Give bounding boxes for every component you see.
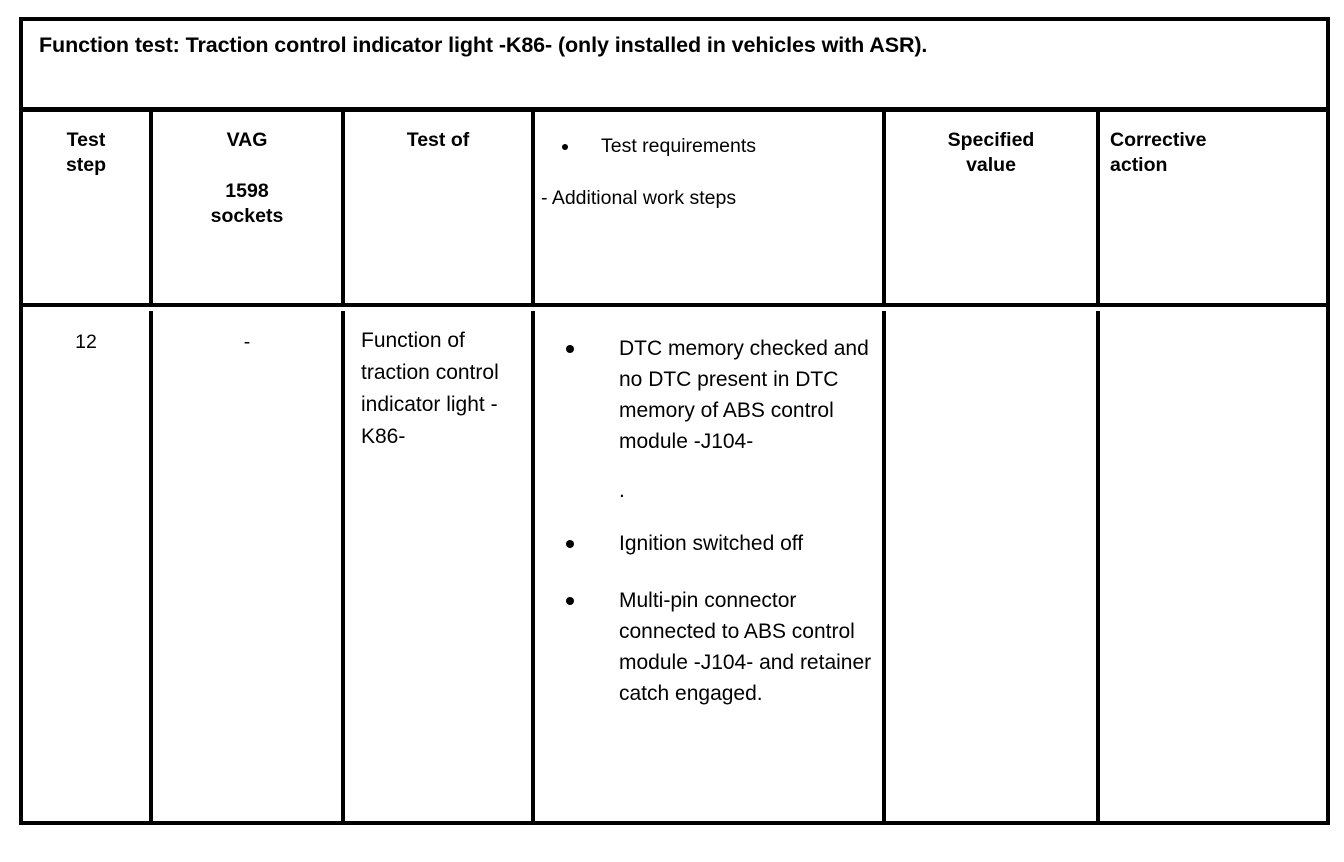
header-test-requirements-text: Test requirements - Additional work step… (535, 112, 882, 210)
cell-test-of: Function of traction control indicator l… (345, 311, 535, 821)
cell-vag-sockets: - (153, 311, 345, 821)
cell-vag-sockets-value: - (243, 331, 251, 353)
cell-specified-value (886, 311, 1100, 821)
header-corrective-action-text: Corrective action (1100, 112, 1326, 178)
requirement-text: DTC memory checked and no DTC present in… (619, 337, 869, 453)
header-specified-line2: value (966, 154, 1016, 176)
bullet-dot-icon (566, 345, 574, 353)
table-title: Function test: Traction control indicato… (39, 33, 928, 57)
cell-specified-value-text (886, 311, 1096, 329)
cell-test-requirements: DTC memory checked and no DTC present in… (535, 311, 886, 821)
header-cell-test-requirements: Test requirements - Additional work step… (535, 112, 886, 303)
cell-test-step: 12 (23, 311, 153, 821)
cell-test-step-value: 12 (75, 331, 97, 353)
header-test-of-line1: Test of (406, 129, 470, 151)
header-cell-test-of: Test of (345, 112, 535, 303)
header-additional-work-steps-label: - Additional work steps (541, 187, 737, 209)
header-requirements-label: Test requirements (601, 135, 756, 157)
list-item: DTC memory checked and no DTC present in… (535, 333, 882, 457)
bullet-dot-icon (566, 540, 574, 548)
header-cell-corrective-action: Corrective action (1100, 112, 1326, 303)
bullet-dot-icon (562, 144, 568, 150)
table-title-row: Function test: Traction control indicato… (23, 21, 1326, 112)
header-vag-line2: 1598 (225, 180, 269, 202)
requirement-text: Multi-pin connector connected to ABS con… (619, 589, 872, 705)
header-test-step-line2: step (65, 154, 107, 176)
header-test-of-text: Test of (345, 112, 531, 153)
header-specified-value-text: Specified value (886, 112, 1096, 178)
cell-corrective-action-text (1100, 311, 1326, 329)
requirement-text: Ignition switched off (619, 532, 804, 555)
list-item: Multi-pin connector connected to ABS con… (535, 585, 882, 709)
header-vag-spacer (153, 153, 341, 179)
table-header-row: Test step VAG 1598 sockets Test of (23, 112, 1326, 307)
header-requirements-bullet-line: Test requirements (535, 134, 882, 158)
header-specified-line1: Specified (947, 129, 1035, 151)
header-vag-sockets-text: VAG 1598 sockets (153, 112, 341, 229)
stray-period-mark: . (619, 479, 625, 502)
cell-test-of-value: Function of traction control indicator l… (361, 329, 499, 448)
header-cell-specified-value: Specified value (886, 112, 1100, 303)
header-cell-test-step: Test step (23, 112, 153, 303)
header-cell-vag-sockets: VAG 1598 sockets (153, 112, 345, 303)
list-item: Ignition switched off (535, 528, 882, 559)
header-vag-line3: sockets (210, 205, 284, 227)
function-test-table: Function test: Traction control indicato… (19, 17, 1330, 825)
header-test-step-line1: Test (66, 129, 106, 151)
header-corrective-line1: Corrective (1110, 129, 1207, 151)
header-test-step-text: Test step (23, 112, 149, 178)
header-corrective-line2: action (1110, 154, 1168, 176)
bullet-dot-icon (566, 597, 574, 605)
requirements-list: DTC memory checked and no DTC present in… (535, 311, 882, 709)
cell-corrective-action (1100, 311, 1326, 821)
table-row: 12 - Function of traction control indica… (23, 311, 1326, 821)
header-vag-line1: VAG (226, 129, 268, 151)
